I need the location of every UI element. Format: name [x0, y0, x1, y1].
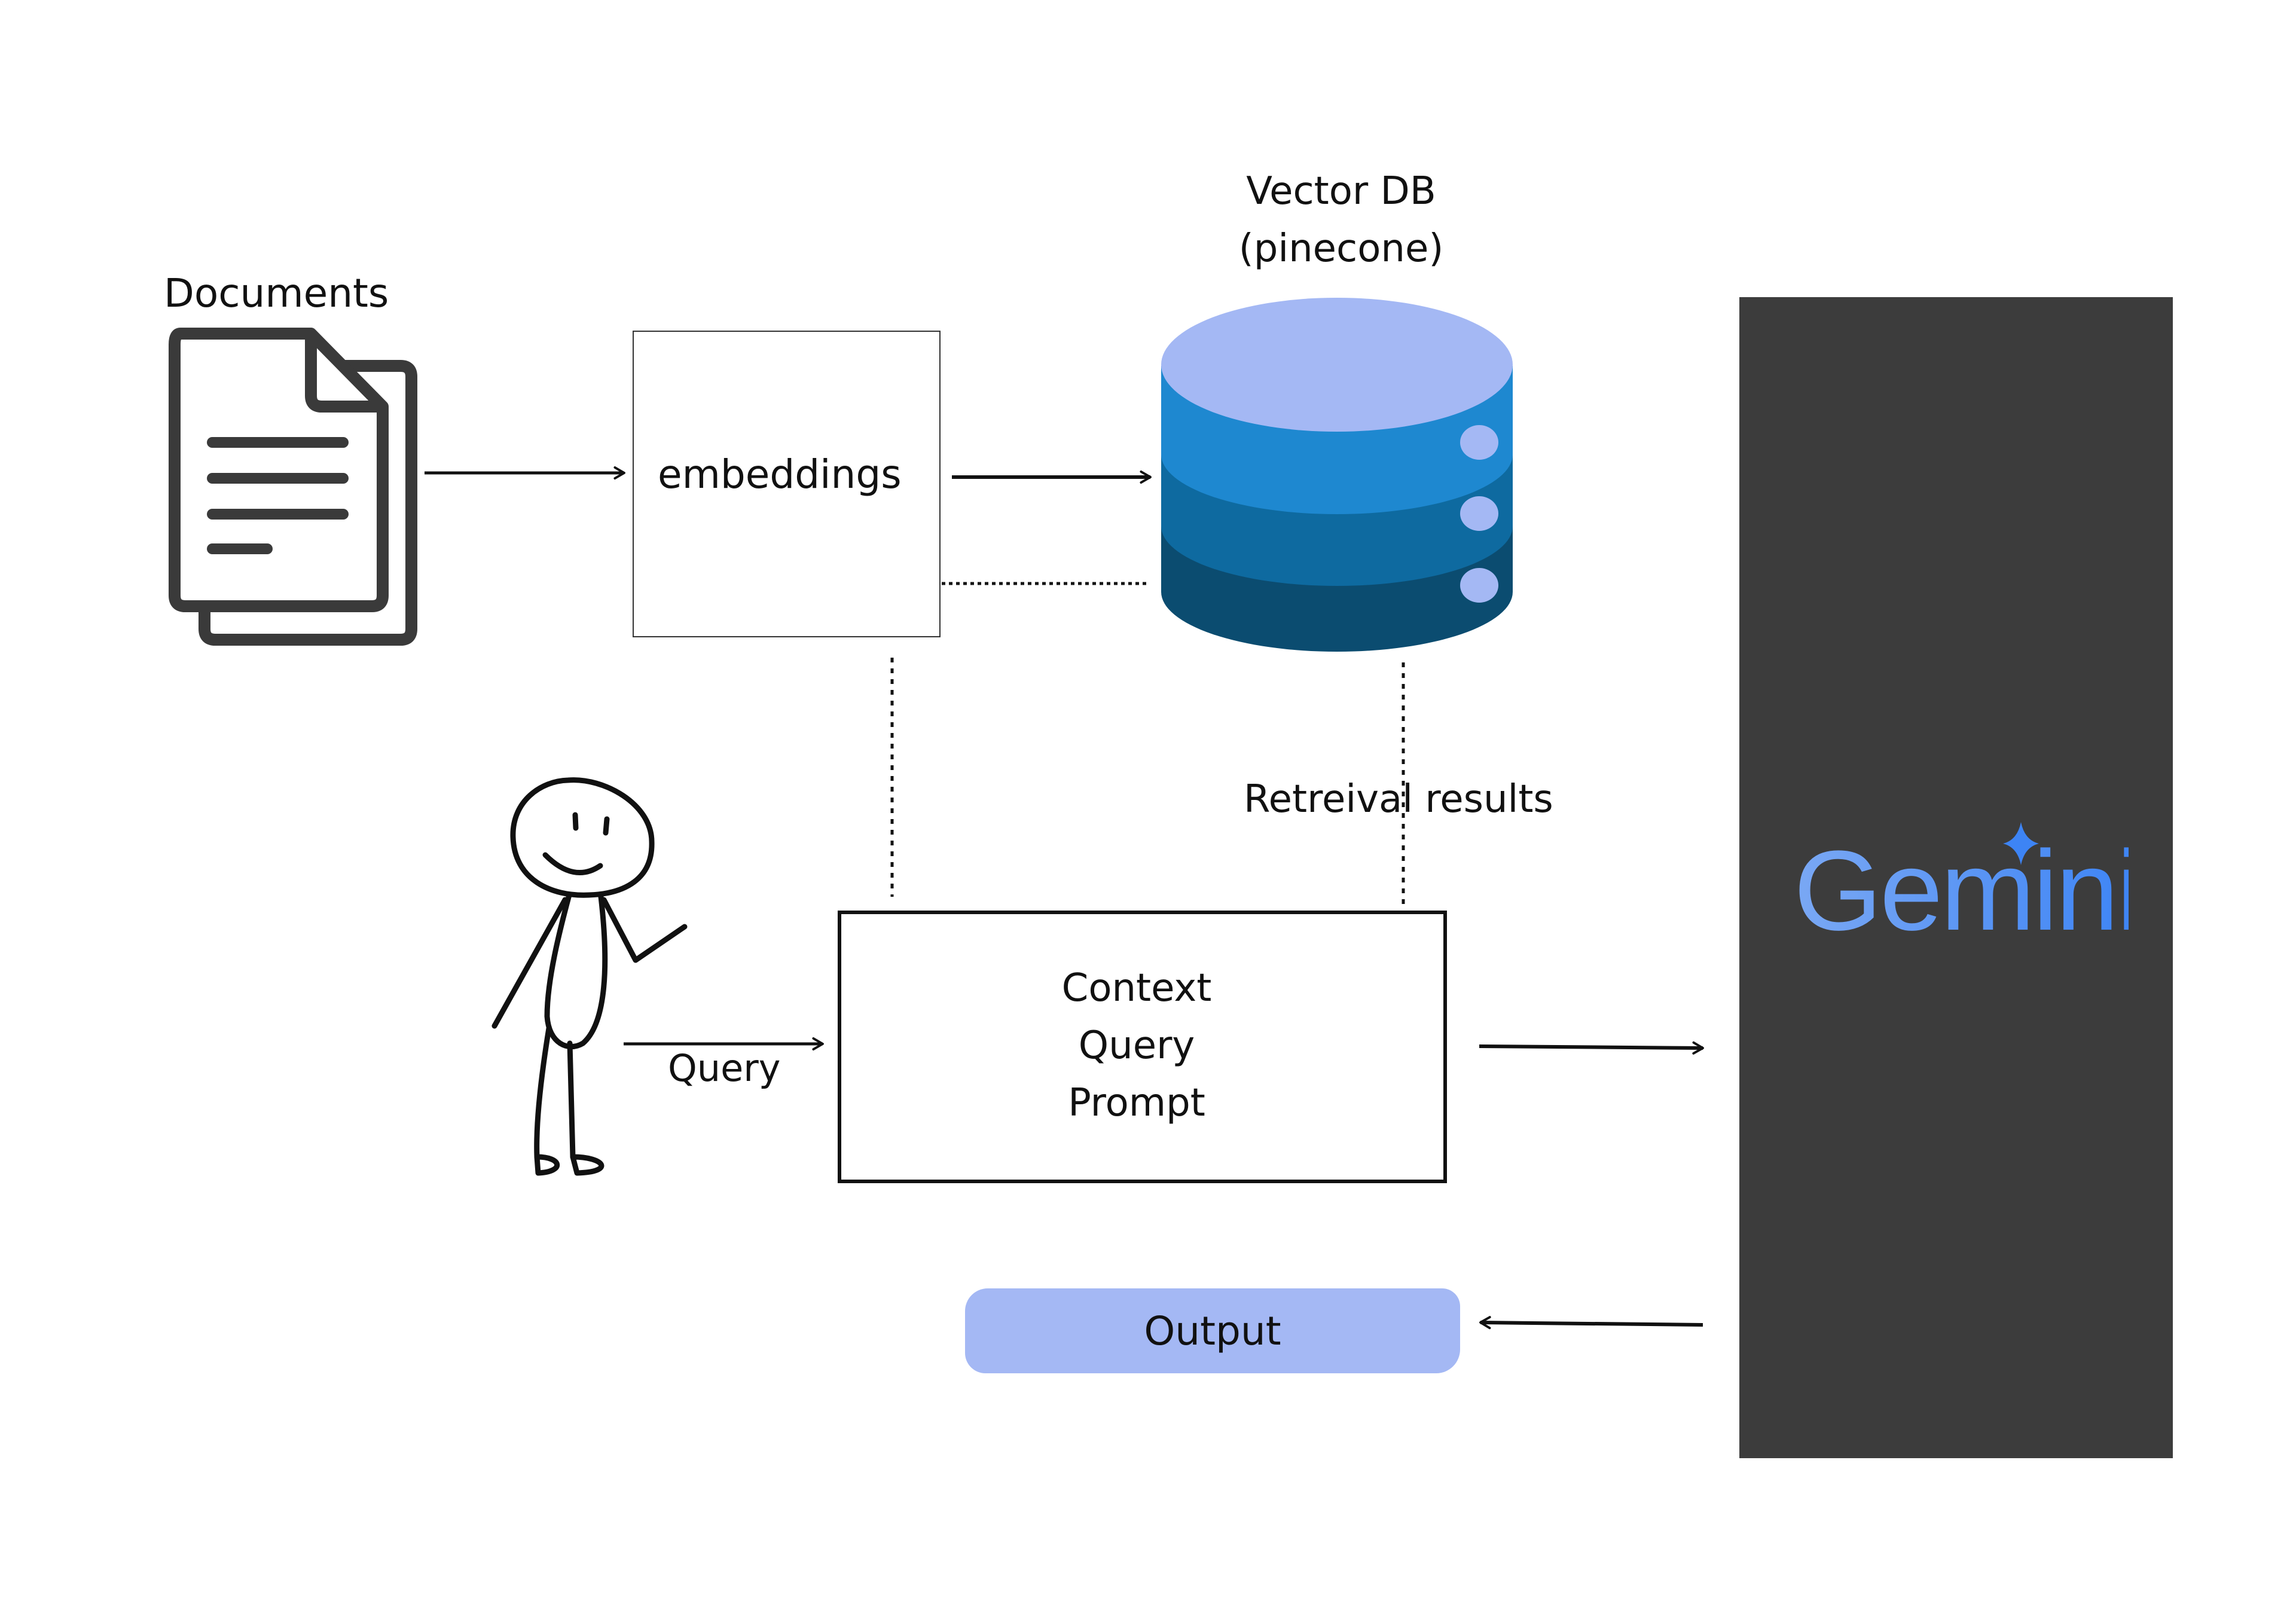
output-box [965, 1288, 1460, 1373]
stick-figure-user-icon [491, 777, 688, 1176]
query-line: Query [1078, 1024, 1195, 1068]
retrieval-results-label: Retreival results [1244, 777, 1553, 821]
document-stack-icon [169, 328, 417, 646]
context-query-prompt-box [838, 911, 1447, 1183]
db-indicator-dot [1460, 425, 1498, 460]
vector-db-subtitle: (pinecone) [1238, 227, 1444, 271]
vector-db-label: Vector DB (pinecone) [1162, 163, 1521, 277]
output-label: Output [1144, 1308, 1281, 1354]
embeddings-label: embeddings [658, 451, 902, 497]
gemini-llm-panel [1739, 297, 2173, 1458]
gemini-logo: Gemini [1794, 822, 2129, 954]
context-line: Context [1061, 966, 1212, 1010]
gemini-wordmark: Gemini [1794, 827, 2129, 954]
gemini-sparkle-icon [2003, 822, 2039, 865]
documents-label: Documents [164, 270, 389, 316]
vector-db-title: Vector DB [1246, 169, 1436, 213]
embeddings-box [633, 331, 941, 637]
arrow-gemini-to-output [1479, 1316, 1703, 1330]
database-cylinder-icon [1161, 298, 1513, 652]
arrow-context-to-gemini [1479, 1041, 1704, 1055]
prompt-line: Prompt [1068, 1081, 1205, 1125]
db-indicator-dot [1460, 496, 1498, 531]
context-box-text: Context Query Prompt [838, 960, 1436, 1132]
db-indicator-dot [1460, 568, 1498, 603]
query-edge-label: Query [668, 1046, 781, 1090]
